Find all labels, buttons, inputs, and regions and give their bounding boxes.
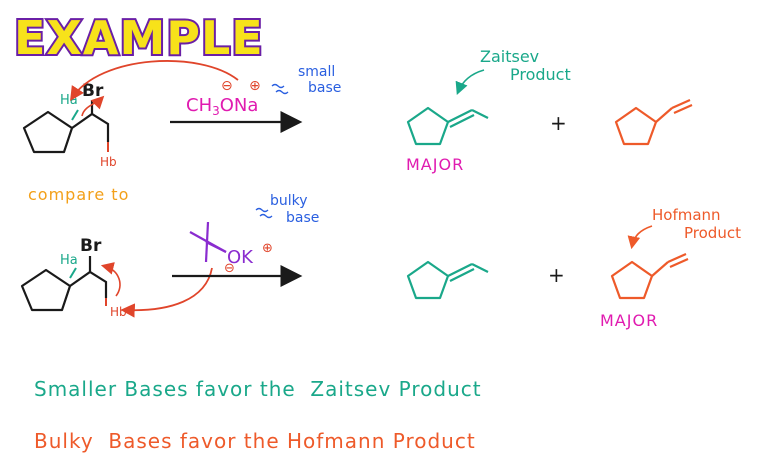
reactant-2-br-label: Br <box>80 236 102 256</box>
page-title: EXAMPLE <box>14 11 264 65</box>
reactant-2-ha-bond <box>69 267 77 279</box>
plus-sign-2: + <box>548 263 565 287</box>
hofmann-label-line1: Hofmann <box>652 206 721 224</box>
base-note-1-line1: small <box>298 64 335 80</box>
zaitsev-product-2 <box>406 260 489 300</box>
reagent-1-charge-plus: ⊕ <box>249 78 261 94</box>
hofmann-product-1 <box>614 98 693 146</box>
hofmann-label-line2: Product <box>684 224 741 242</box>
reactant-1-cyclopentane <box>22 110 74 154</box>
reactant-1-curved-arrow-br <box>81 95 105 117</box>
reagent-1-squiggle <box>271 83 289 95</box>
major-label-1: MAJOR <box>406 155 464 174</box>
hofmann-product-2 <box>610 252 689 300</box>
reactant-2-curved-arrow-base <box>120 267 213 318</box>
reaction-1: Ha Br Hb ⊖ ⊕ CH3ONa small base Zaitsev P… <box>22 47 693 174</box>
reactant-1-ha-label: Ha <box>60 93 78 108</box>
base-note-2-line2: base <box>286 210 319 226</box>
reactant-2-curved-arrow-cc <box>100 262 121 297</box>
reactant-1-chain <box>71 112 110 142</box>
reactant-2-hb-label: Hb <box>110 305 127 319</box>
reaction-2: Ha Br Hb OK ⊖ ⊕ bulky base + <box>20 193 741 330</box>
reactant-1-ha-bond <box>71 109 79 121</box>
reagent-2-squiggle <box>255 207 273 219</box>
reagent-2-charge-minus: ⊖ <box>224 261 235 276</box>
base-note-1-line2: base <box>308 80 341 96</box>
reagent-1-charge-minus: ⊖ <box>221 78 233 94</box>
zaitsev-label-line2: Product <box>510 65 571 84</box>
summary-line-1: Smaller Bases favor the Zaitsev Product <box>34 377 482 401</box>
base-note-2-line1: bulky <box>270 193 308 209</box>
major-label-2: MAJOR <box>600 311 658 330</box>
hofmann-pointer-arrow <box>627 225 653 250</box>
reagent-2-formula: OK <box>227 247 254 268</box>
reactant-1-hb-label: Hb <box>100 155 117 169</box>
reagent-2-charge-plus: ⊕ <box>262 241 273 256</box>
summary-line-2: Bulky Bases favor the Hofmann Product <box>34 429 476 453</box>
compare-to-text: compare to <box>28 185 129 204</box>
title-banner: EXAMPLE <box>12 9 265 67</box>
reagent-1-formula: CH3ONa <box>186 95 258 118</box>
reactant-1-curved-arrow-base <box>70 60 239 102</box>
zaitsev-product-1 <box>406 106 489 146</box>
reactant-2-ha-label: Ha <box>60 253 78 268</box>
zaitsev-pointer-arrow <box>455 69 485 95</box>
reagent-2-tbutyl <box>189 221 227 263</box>
plus-sign-1: + <box>550 111 567 135</box>
reactant-2-chain <box>69 270 108 298</box>
zaitsev-label-line1: Zaitsev <box>480 47 539 66</box>
reactant-2-cyclopentane <box>20 268 72 312</box>
